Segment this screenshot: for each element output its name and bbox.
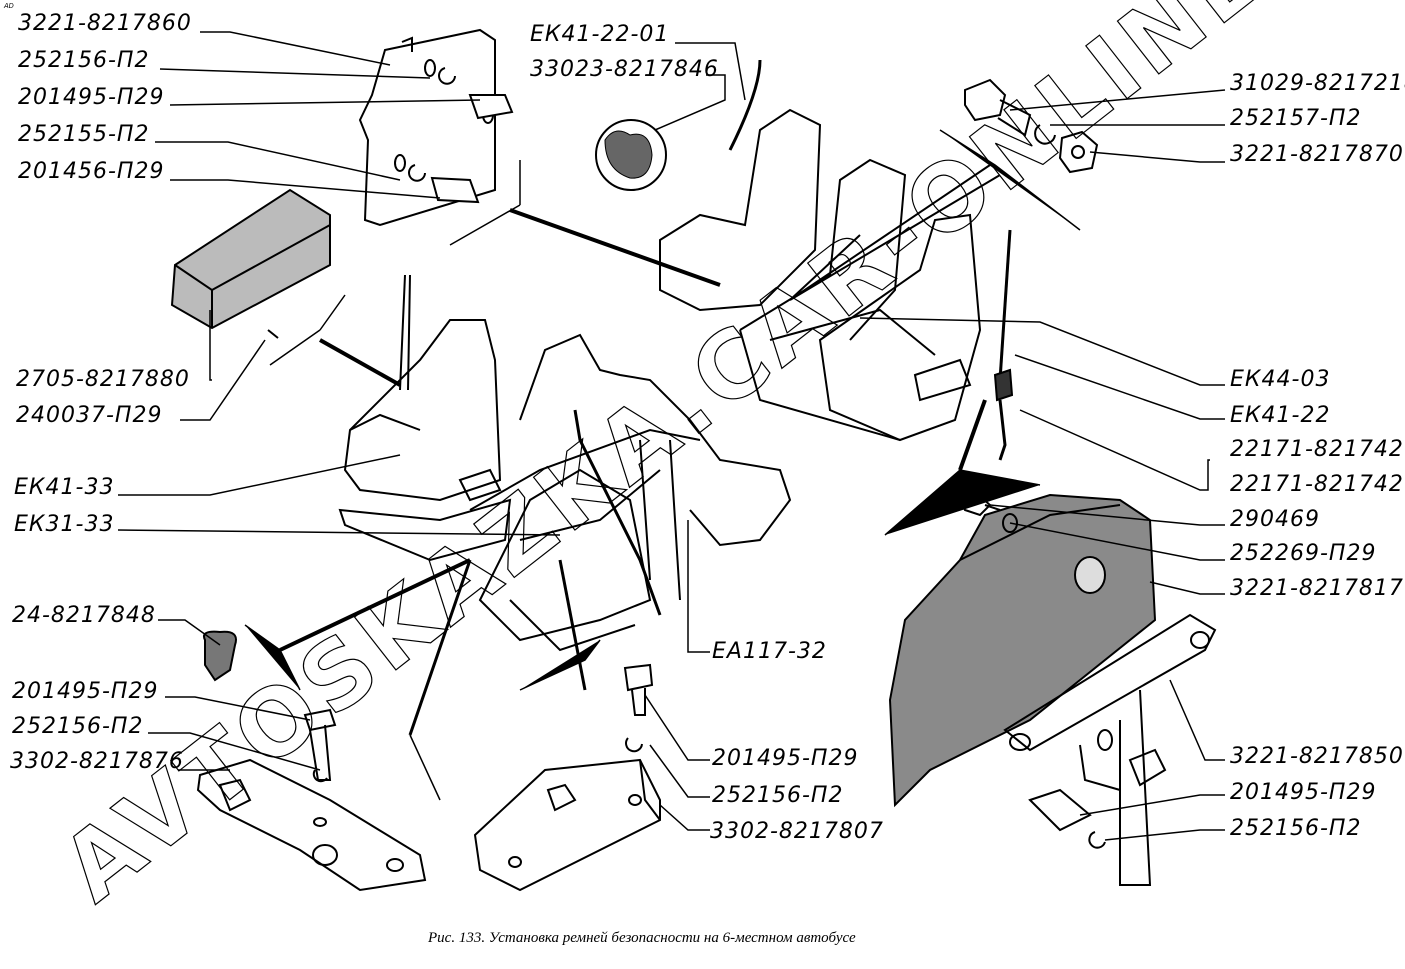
part-label: ЕК31-33 <box>14 512 115 537</box>
part-label: 252157-П2 <box>1230 106 1362 131</box>
part-label: 22171-8217427 <box>1230 472 1405 497</box>
part-label: 252156-П2 <box>712 783 844 808</box>
cover-right <box>888 493 1157 808</box>
part-label: 31029-8217218 <box>1230 71 1405 96</box>
corner-mark: АD <box>4 3 14 10</box>
leader-lines <box>117 31 1226 841</box>
part-label: 252269-П29 <box>1230 541 1377 566</box>
part-label: 290469 <box>1230 507 1320 532</box>
part-label: 3302-8217876 <box>10 749 184 774</box>
part-label: 2705-8217880 <box>16 367 190 392</box>
part-label: ЕК41-33 <box>14 475 115 500</box>
part-label: 201456-П29 <box>18 159 165 184</box>
part-label: ЕК41-22 <box>1230 403 1331 428</box>
part-label: ЕК44-03 <box>1230 367 1331 392</box>
guide-cap <box>170 188 331 339</box>
plug-circle <box>595 119 667 191</box>
seat-rear-group <box>659 59 1014 461</box>
part-label: 201495-П29 <box>712 746 859 771</box>
seat-front-group <box>338 274 792 652</box>
part-label: 33023-8217846 <box>530 57 719 82</box>
part-label: 252155-П2 <box>18 122 150 147</box>
part-label: 240037-П29 <box>16 403 163 428</box>
part-label: 3221-8217870 <box>1230 142 1404 167</box>
part-label: 252156-П2 <box>1230 816 1362 841</box>
part-label: 252156-П2 <box>12 714 144 739</box>
part-label: 201495-П29 <box>1230 780 1377 805</box>
figure-caption: Рис. 133. Установка ремней безопасности … <box>428 930 856 946</box>
part-label: ЕА117-32 <box>712 639 827 664</box>
bracket-left-top <box>358 28 514 227</box>
part-label: 201495-П29 <box>18 85 165 110</box>
part-label: 3302-8217807 <box>710 819 884 844</box>
part-label: 3221-8217860 <box>18 11 192 36</box>
part-label: 201495-П29 <box>12 679 159 704</box>
part-label: 22171-8217426 <box>1230 437 1405 462</box>
part-label: 252156-П2 <box>18 48 150 73</box>
plate-bottom-center <box>473 663 661 892</box>
fasteners-top-right <box>958 78 1099 533</box>
bracket-right <box>1003 613 1217 886</box>
part-label: 24-8217848 <box>12 603 156 628</box>
part-label: ЕК41-22-01 <box>530 22 670 47</box>
part-label: 3221-8217817 <box>1230 576 1404 601</box>
part-label: 3221-8217850 <box>1230 744 1404 769</box>
section-markers <box>244 129 1081 801</box>
